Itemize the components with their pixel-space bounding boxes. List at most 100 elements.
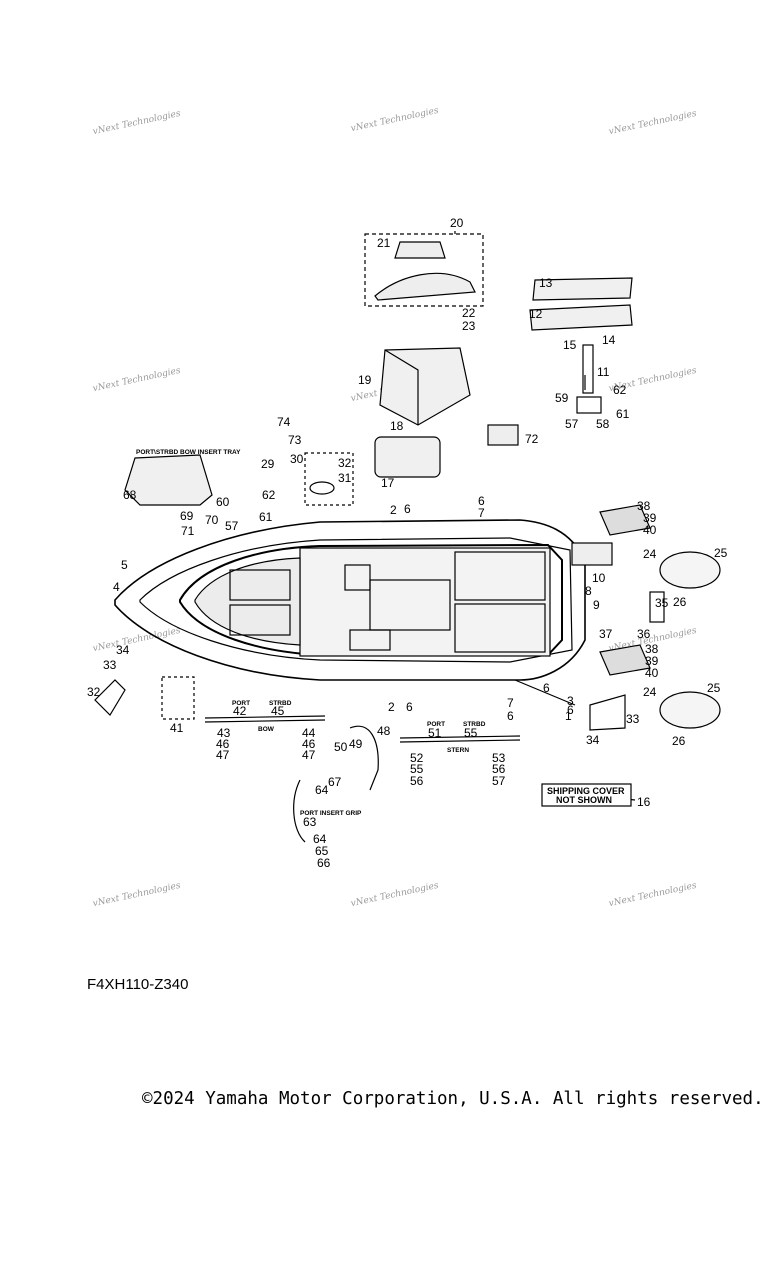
callout-6d: 6 xyxy=(567,703,574,717)
callout-34: 34 xyxy=(116,643,130,657)
callout-26b: 26 xyxy=(672,734,686,748)
callout-21: 21 xyxy=(377,236,391,250)
callout-25: 25 xyxy=(714,546,728,560)
callout-44: 44 xyxy=(302,726,316,740)
shipping-cover-line1: SHIPPING COVER xyxy=(547,786,625,796)
callout-66: 66 xyxy=(317,856,331,870)
callout-12: 12 xyxy=(529,307,543,321)
callout-17: 17 xyxy=(381,476,395,490)
port-label-stern: PORT xyxy=(427,721,445,728)
callout-58: 58 xyxy=(596,417,610,431)
callout-25b: 25 xyxy=(707,681,721,695)
callout-41: 41 xyxy=(170,721,184,735)
callout-3: 3 xyxy=(567,694,574,708)
callout-74: 74 xyxy=(277,415,291,429)
callout-45: 45 xyxy=(271,704,285,718)
copyright-notice: ©2024 Yamaha Motor Corporation, U.S.A. A… xyxy=(142,1089,764,1109)
callout-7: 7 xyxy=(478,506,485,520)
callout-52: 52 xyxy=(410,751,424,765)
callout-55b: 56 xyxy=(492,762,506,776)
callout-19: 19 xyxy=(358,373,372,387)
callout-67: 67 xyxy=(328,775,342,789)
callout-38b: 38 xyxy=(645,642,659,656)
port-label: PORT xyxy=(232,700,250,707)
callout-29: 31 xyxy=(338,471,352,485)
callout-62: 62 xyxy=(613,383,627,397)
callout-60: 60 xyxy=(216,495,230,509)
callout-57b: 57 xyxy=(225,519,239,533)
callout-34b: 34 xyxy=(586,733,600,747)
callout-23: 23 xyxy=(462,319,476,333)
callout-53: 53 xyxy=(492,751,506,765)
callout-70: 70 xyxy=(205,513,219,527)
callout-47b: 47 xyxy=(302,748,316,762)
callout-56b: 57 xyxy=(492,774,506,788)
callout-6: 6 xyxy=(404,502,411,516)
callout-69: 69 xyxy=(180,509,194,523)
callout-26: 26 xyxy=(673,595,687,609)
callout-38: 38 xyxy=(637,499,651,513)
callout-2: 2 xyxy=(390,503,397,517)
hull-outline xyxy=(114,519,586,681)
callout-63: 63 xyxy=(303,815,317,829)
callout-10: 10 xyxy=(592,571,606,585)
callout-46b: 46 xyxy=(302,737,316,751)
stern-label: STERN xyxy=(447,747,469,754)
diagram-code: F4XH110-Z340 xyxy=(87,976,189,993)
callout-68: 68 xyxy=(123,488,137,502)
callout-16: 16 xyxy=(637,795,651,809)
callout-5: 5 xyxy=(121,558,128,572)
callout-43: 43 xyxy=(217,726,231,740)
callout-46: 46 xyxy=(216,737,230,751)
callout-7b: 7 xyxy=(507,696,514,710)
shipping-cover-line2: NOT SHOWN xyxy=(556,795,612,805)
callout-30: 32 xyxy=(338,456,352,470)
callout-33: 33 xyxy=(103,658,117,672)
callout-71: 71 xyxy=(181,524,195,538)
callout-55: 55 xyxy=(410,762,424,776)
callout-62b: 62 xyxy=(262,488,276,502)
callout-65: 65 xyxy=(315,844,329,858)
bow-label: BOW xyxy=(258,726,275,733)
callout-1: 1 xyxy=(565,709,572,723)
callout-6b: 6 xyxy=(478,494,485,508)
callout-57: 57 xyxy=(565,417,579,431)
callout-73: 73 xyxy=(288,433,302,447)
callout-6c: 6 xyxy=(543,681,550,695)
callout-54: 55 xyxy=(464,726,478,740)
callout-32: 32 xyxy=(87,685,101,699)
callout-18: 18 xyxy=(390,419,404,433)
callout-56: 56 xyxy=(410,774,424,788)
bow-tray-label: PORT\STRBD BOW INSERT TRAY xyxy=(136,449,241,456)
callout-31: 33 xyxy=(626,712,640,726)
strbd-label: STRBD xyxy=(269,700,292,707)
callout-40: 40 xyxy=(643,523,657,537)
callout-35: 35 xyxy=(655,596,669,610)
callout-39: 39 xyxy=(643,511,657,525)
callout-39b: 39 xyxy=(645,654,659,668)
callout-2b: 2 xyxy=(388,700,395,714)
callout-64b: 64 xyxy=(313,832,327,846)
callout-40b: 40 xyxy=(645,666,659,680)
callout-15: 15 xyxy=(563,338,577,352)
callout-20: 20 xyxy=(450,216,464,230)
callout-72: 72 xyxy=(525,432,539,446)
callout-49: 49 xyxy=(349,737,363,751)
callout-37: 37 xyxy=(599,627,613,641)
callout-24: 24 xyxy=(643,547,657,561)
callout-51: 51 xyxy=(428,726,442,740)
callout-36: 36 xyxy=(637,627,651,641)
callout-59: 59 xyxy=(555,391,569,405)
callout-28: 30 xyxy=(290,452,304,466)
callout-4: 4 xyxy=(113,580,120,594)
callout-50: 50 xyxy=(334,740,348,754)
callout-27: 29 xyxy=(261,457,275,471)
callout-6e: 6 xyxy=(507,709,514,723)
callout-22: 22 xyxy=(462,306,476,320)
callout-42: 42 xyxy=(233,704,247,718)
strbd-label-stern: STRBD xyxy=(463,721,486,728)
callout-61: 61 xyxy=(616,407,630,421)
callout-61b: 61 xyxy=(259,510,273,524)
shipping-cover-note: SHIPPING COVER NOT SHOWN xyxy=(541,783,632,807)
